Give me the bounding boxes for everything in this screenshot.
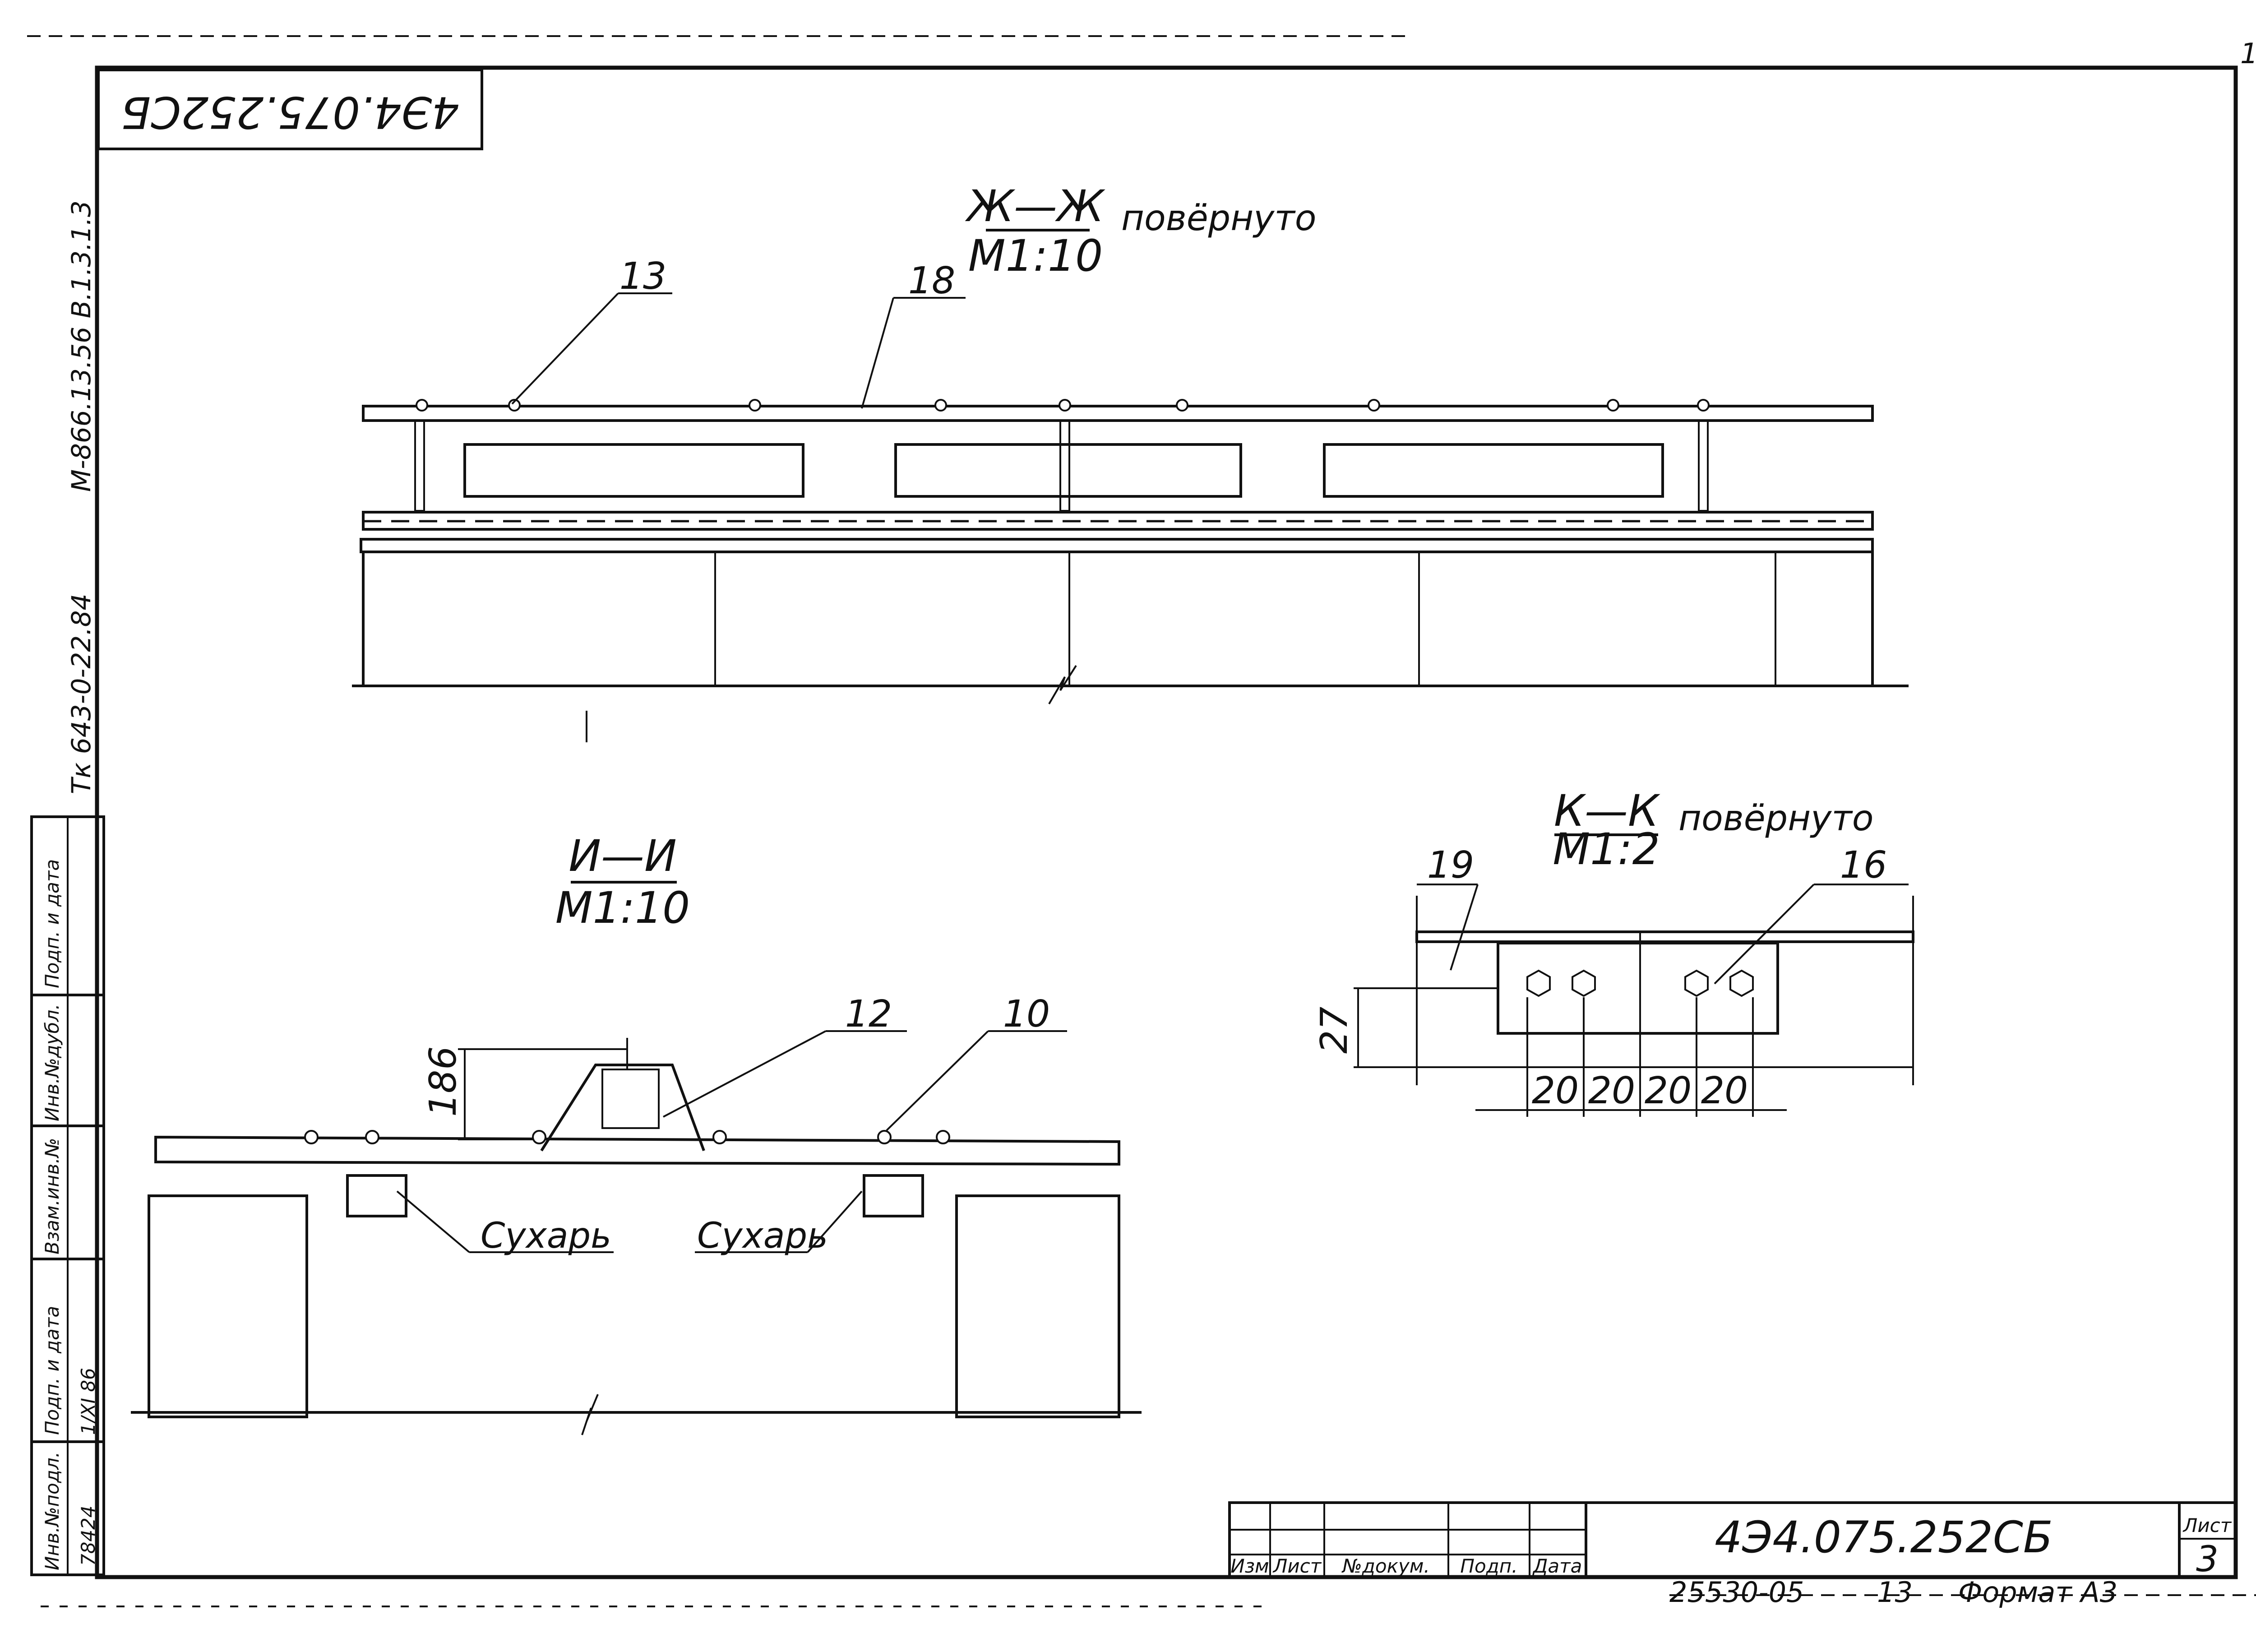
format-label: Формат А3 bbox=[1958, 1576, 2117, 1609]
section-k-callout-16: 16 bbox=[1840, 844, 1887, 887]
section-k-dimension-3: 20 bbox=[1645, 1069, 1692, 1112]
section-k-dimension-27: 27 bbox=[1313, 1007, 1356, 1054]
section-i-part-right: Сухарь bbox=[697, 1216, 828, 1256]
bottom-num: 13 bbox=[1877, 1576, 1913, 1609]
section-i-label: И—И bbox=[569, 831, 677, 881]
section-zh-label: Ж—Ж bbox=[965, 181, 1105, 231]
section-zh-scale: М1:10 bbox=[968, 231, 1103, 281]
section-zh-note: повёрнуто bbox=[1121, 198, 1317, 239]
section-k: К—К М1:2 повёрнуто 27 20 20 20 20 bbox=[1313, 786, 1914, 1117]
rotated-stamp-text: 4Э4.075.252СБ bbox=[121, 87, 459, 138]
section-i-callout-10: 10 bbox=[1003, 993, 1050, 1036]
section-zh: Ж—Ж М1:10 повёрнуто bbox=[352, 181, 1909, 742]
section-i-scale: М1:10 bbox=[555, 883, 690, 933]
margin-ref-1: М-866.13.56 В.1.3.1.3 bbox=[66, 200, 97, 492]
bottom-code: 25530-05 bbox=[1669, 1576, 1804, 1609]
section-i-dimension-186: 186 bbox=[422, 1046, 465, 1117]
side-stamp-cell-5: Инв.№подл. bbox=[41, 1452, 63, 1570]
section-k-label: К—К bbox=[1554, 786, 1660, 836]
margin-ref-2: Тк 643-0-22.84 bbox=[66, 594, 97, 794]
section-i-callout-12: 12 bbox=[845, 993, 892, 1036]
section-k-callout-19: 19 bbox=[1427, 844, 1474, 887]
title-block-header-sign: Подп. bbox=[1460, 1555, 1517, 1577]
section-i: И—И М1:10 186 12 10 bbox=[131, 831, 1142, 1435]
side-stamp-cell-2: Инв.№дубл. bbox=[41, 1004, 63, 1121]
side-stamp-cell-1: Подп. и дата bbox=[41, 859, 63, 988]
title-block-sheet-number: 3 bbox=[2196, 1539, 2219, 1580]
side-stamp-cell-3: Взам.инв.№ bbox=[41, 1138, 63, 1254]
title-block-designation: 4Э4.075.252СБ bbox=[1715, 1512, 2053, 1563]
side-stamp: Подп. и дата Инв.№дубл. Взам.инв.№ Подп.… bbox=[30, 815, 105, 1576]
sheet-frame bbox=[27, 35, 2256, 1607]
section-k-dimension-1: 20 bbox=[1532, 1069, 1579, 1112]
section-zh-callout-18: 18 bbox=[908, 259, 955, 302]
title-block-header-list: Лист bbox=[1272, 1555, 1322, 1577]
title-block-header-izm: Изм bbox=[1230, 1555, 1269, 1577]
section-k-dimension-4: 20 bbox=[1701, 1069, 1748, 1112]
section-k-scale: М1:2 bbox=[1553, 824, 1660, 875]
rotated-stamp: 4Э4.075.252СБ bbox=[97, 69, 483, 150]
corner-number: 12 bbox=[2240, 37, 2256, 70]
title-block: Изм Лист №докум. Подп. Дата 4Э4.075.252С… bbox=[1228, 1501, 2237, 1580]
section-zh-callout-13: 13 bbox=[619, 255, 666, 298]
side-stamp-signature-date: 1/XI 86 bbox=[77, 1368, 99, 1435]
side-stamp-inventory-number: 78424 bbox=[77, 1505, 99, 1566]
hex-bolts bbox=[1526, 969, 1754, 997]
side-stamp-cell-4: Подп. и дата bbox=[41, 1306, 63, 1435]
section-i-part-left: Сухарь bbox=[481, 1216, 611, 1256]
title-block-sheet-label: Лист bbox=[2182, 1514, 2232, 1536]
section-k-dimension-2: 20 bbox=[1588, 1069, 1635, 1112]
title-block-header-date: Дата bbox=[1532, 1555, 1582, 1577]
title-block-header-doc: №докум. bbox=[1341, 1555, 1430, 1577]
section-k-note: повёрнуто bbox=[1678, 798, 1874, 839]
